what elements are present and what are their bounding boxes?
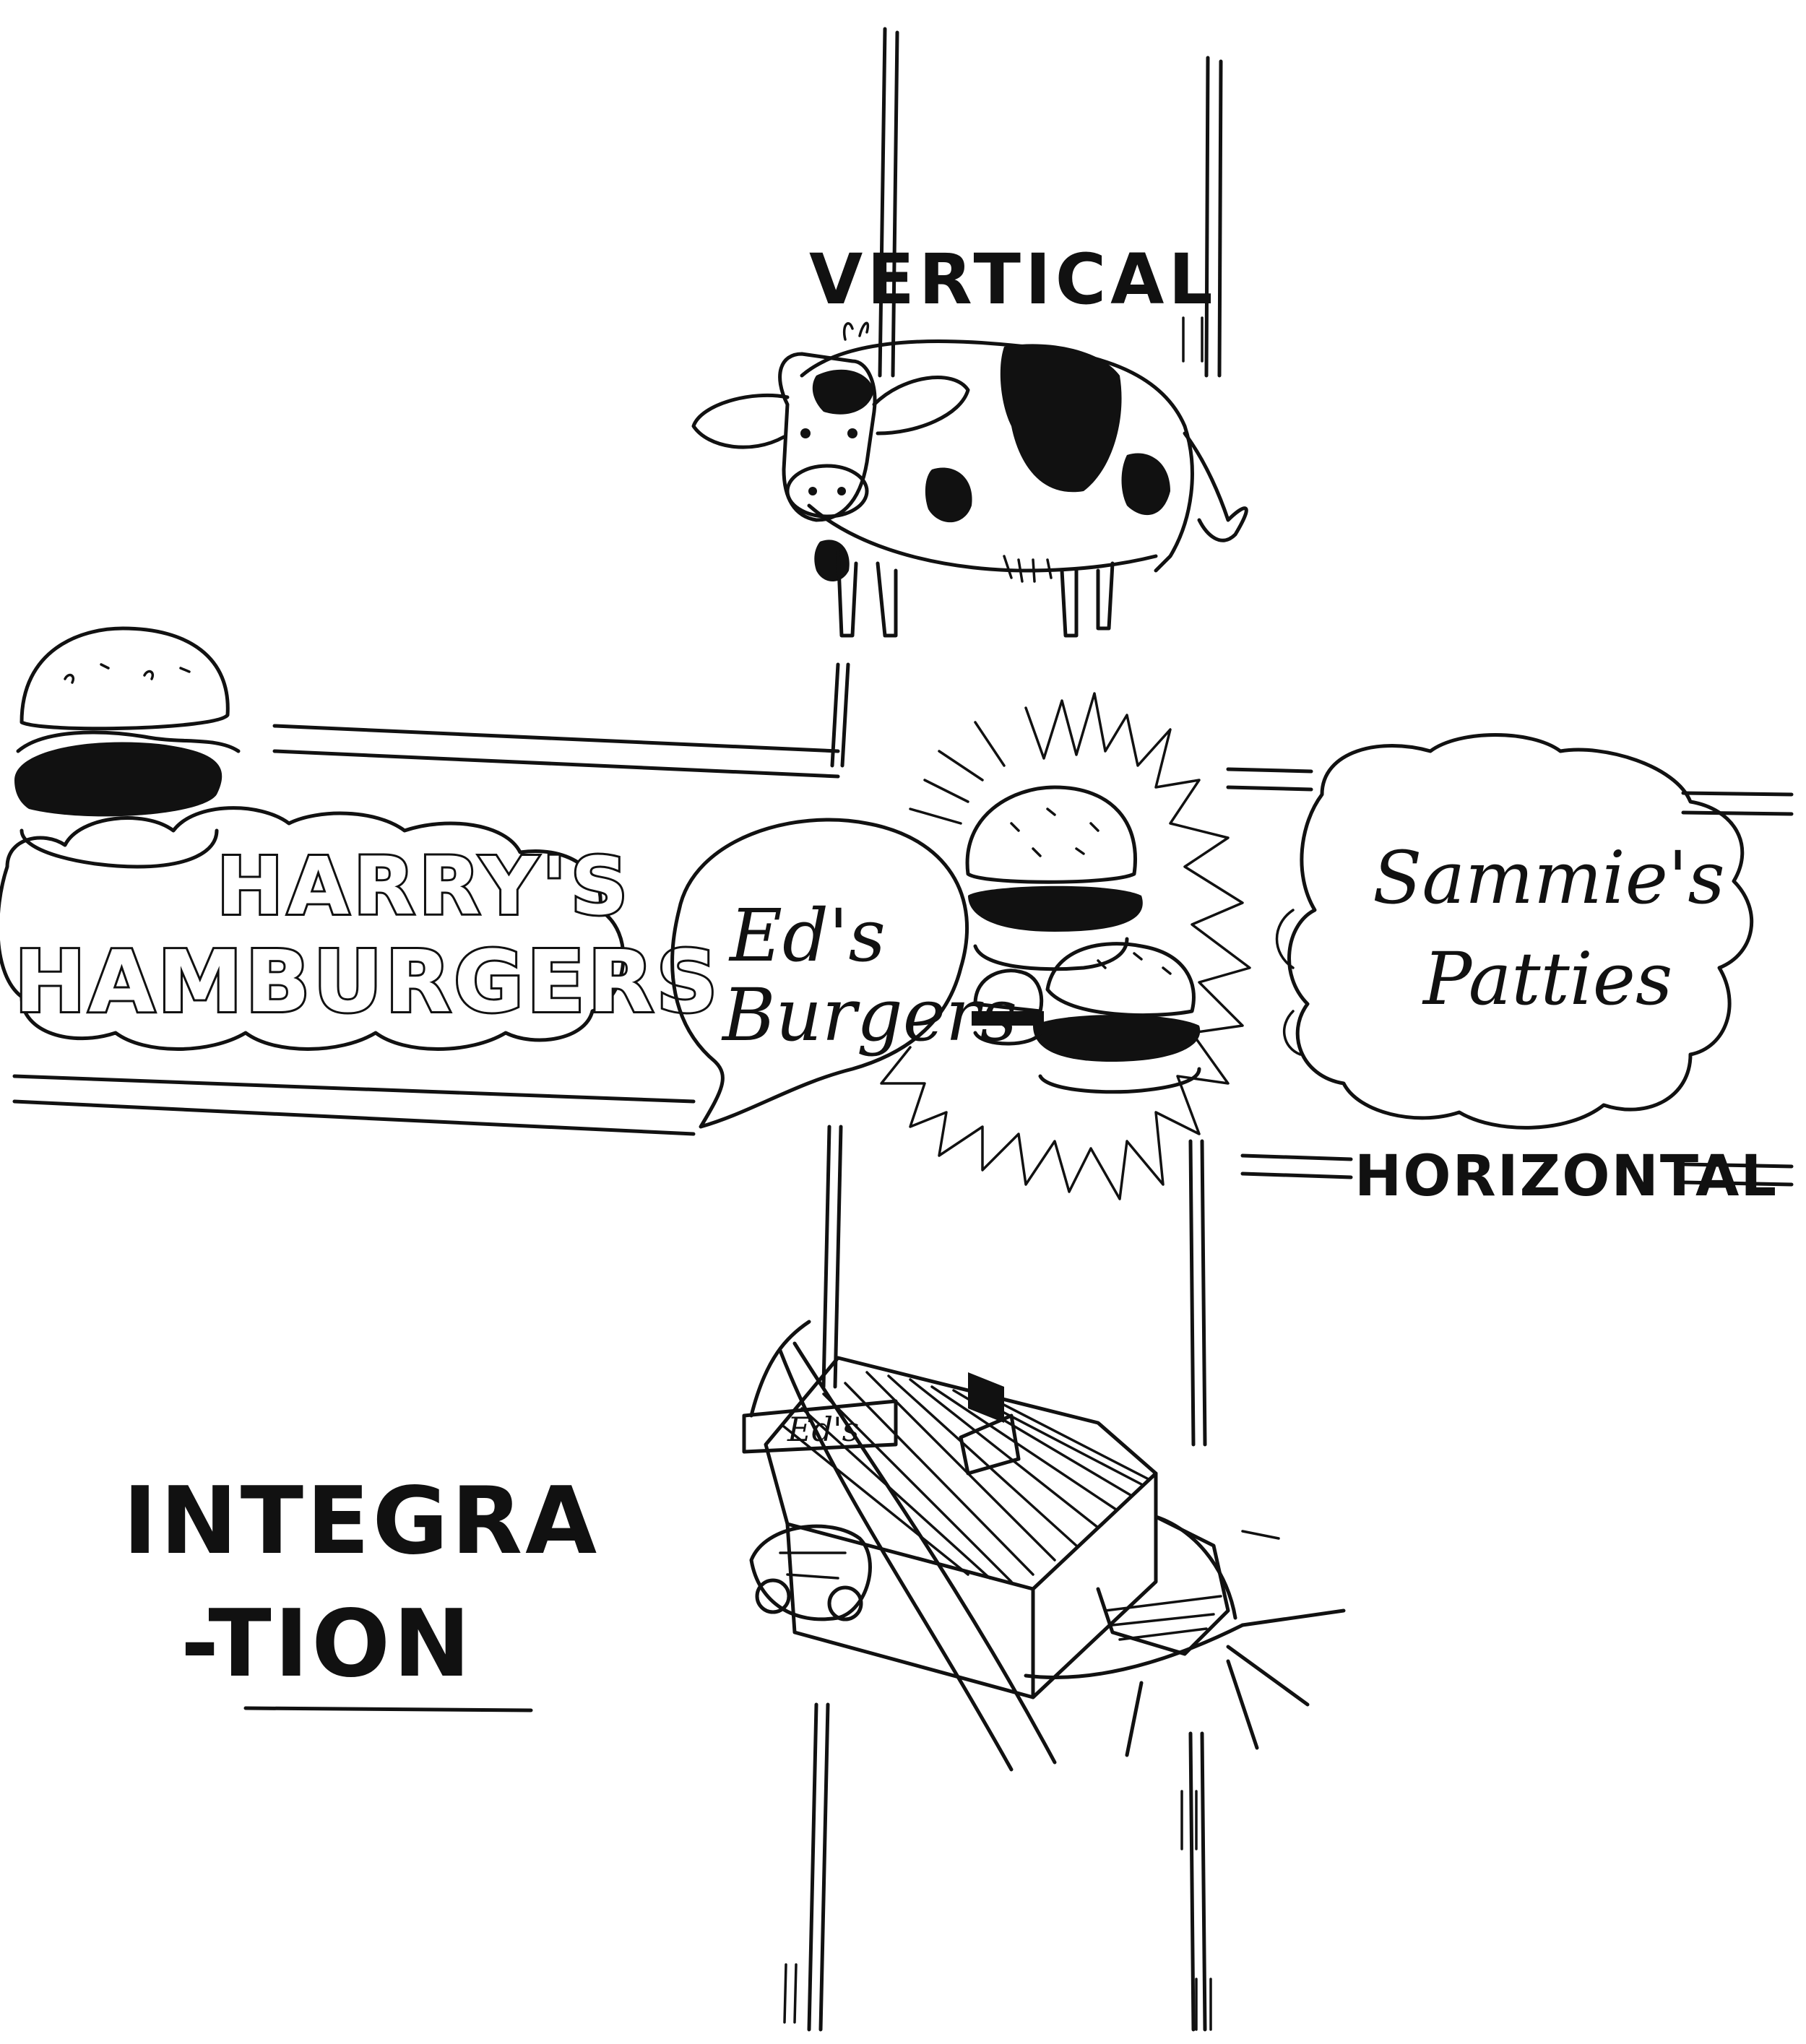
integration-label-line2: -TION (181, 1590, 473, 1698)
eds-line1: Ed's (728, 893, 886, 978)
horizontal-road (12, 724, 1794, 1187)
integration-label-line1: INTEGRA (123, 1468, 600, 1575)
harrys-line1: HARRY'S (217, 840, 632, 932)
truck-sign: Ed's (787, 1410, 859, 1449)
delivery-truck-icon: Ed's (742, 1320, 1346, 1772)
harrys-line2: HAMBURGERS (14, 932, 720, 1031)
vertical-label: VERTICAL (809, 239, 1217, 320)
hamburger-icon (965, 785, 1201, 1094)
sammies-line1: Sammie's (1373, 836, 1725, 920)
sammies-line2: Patties (1422, 937, 1672, 1021)
eds-burgers-sign: Ed's Burgers (670, 692, 1251, 1200)
vertical-road (783, 27, 1223, 2032)
cow-icon (691, 321, 1248, 638)
integration-underline (243, 1706, 533, 1712)
eds-line2: Burgers (721, 973, 1017, 1057)
sammies-patties-sign: Sammie's Patties (1275, 733, 1754, 1130)
harrys-hamburgers-sign: HARRY'S HAMBURGERS (0, 626, 720, 1051)
horizontal-label: HORIZONTAL (1354, 1144, 1778, 1209)
hamburger-icon (14, 626, 241, 869)
